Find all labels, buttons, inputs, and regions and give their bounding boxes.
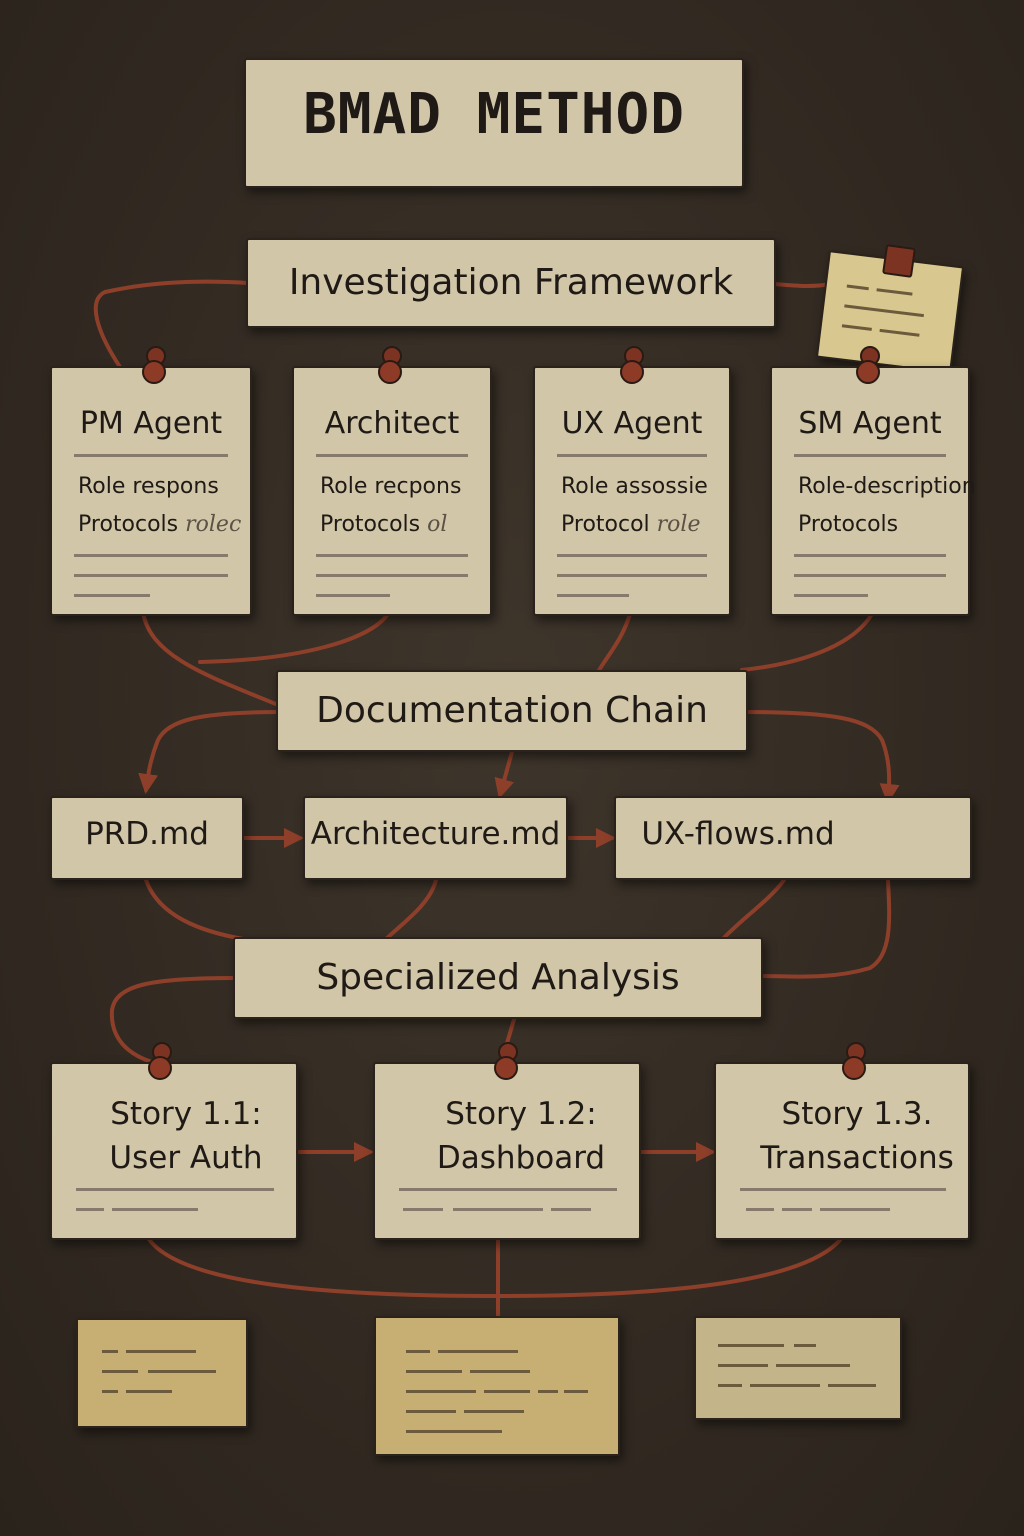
wire-doc-to-ux: [740, 710, 900, 804]
doc-name: PRD.md: [85, 816, 209, 852]
documentation-chain-label: Documentation Chain: [316, 690, 708, 731]
page-title: BMAD METHOD: [303, 82, 685, 147]
agent-card-pm: PM Agent Role respons Protocols rolec: [50, 366, 252, 616]
specialized-analysis-card: Specialized Analysis: [233, 937, 763, 1019]
wire-doc-to-architecture: [494, 750, 514, 799]
agent-name: PM Agent: [79, 406, 223, 441]
pin-icon: [620, 346, 644, 386]
wire-story1-to-notes: [146, 1236, 500, 1298]
note-card-2: [374, 1316, 620, 1456]
agent-name: UX Agent: [561, 406, 703, 441]
story-title: Story 1.1:User Auth: [109, 1096, 263, 1176]
wire-prd-to-analysis: [144, 878, 264, 944]
specialized-analysis-label: Specialized Analysis: [316, 957, 680, 998]
wire-doc-to-prd: [138, 710, 282, 794]
wire-sm-to-doc: [740, 612, 874, 672]
agent-line: Protocols: [78, 512, 179, 537]
agent-line: Role respons: [78, 474, 219, 499]
agent-line: Role assossie: [561, 474, 708, 499]
agent-line: Role recpons: [320, 474, 462, 499]
investigation-framework-label: Investigation Framework: [288, 262, 734, 303]
pin-icon: [148, 1042, 172, 1082]
story-card-1: Story 1.1:User Auth: [50, 1062, 298, 1240]
wire-investigation-to-pm: [93, 279, 250, 372]
agent-name: Architect: [324, 406, 460, 441]
pin-icon: [142, 346, 166, 386]
story-card-2: Story 1.2:Dashboard: [373, 1062, 641, 1240]
documentation-chain-card: Documentation Chain: [276, 670, 748, 752]
agent-card-sm: SM Agent Role-description Protocols: [770, 366, 976, 616]
agent-line-extra: rolec: [185, 512, 242, 537]
story-title: Story 1.3.Transactions: [760, 1096, 954, 1176]
wire-ux-to-analysis: [720, 878, 786, 942]
wire-analysis-to-story1: [109, 976, 237, 1064]
wire-architecture-to-analysis: [383, 878, 438, 942]
doc-name: UX-flows.md: [641, 816, 835, 852]
pin-icon: [842, 1042, 866, 1082]
wire-story3-to-notes: [496, 1238, 842, 1298]
story-title: Story 1.2:Dashboard: [436, 1096, 606, 1176]
agent-line: Protocols: [798, 512, 899, 537]
title-card: BMAD METHOD: [244, 58, 744, 188]
wire-ux-loop-to-analysis: [760, 878, 892, 979]
agent-name: SM Agent: [798, 406, 942, 441]
agent-line-extra: role: [656, 512, 701, 537]
wire-architect-to-doc: [198, 612, 390, 664]
agent-card-ux: UX Agent Role assossie Protocol role: [533, 366, 731, 616]
story-card-3: Story 1.3.Transactions: [714, 1062, 970, 1240]
pin-icon: [856, 346, 880, 386]
wire-pm-to-doc: [141, 610, 292, 712]
doc-card-architecture: Architecture.md: [303, 796, 568, 880]
doc-card-prd: PRD.md: [50, 796, 244, 880]
agent-card-architect: Architect Role recpons Protocols ol: [292, 366, 492, 616]
pin-icon: [378, 346, 402, 386]
pin-icon: [494, 1042, 518, 1082]
note-card-1: [76, 1318, 248, 1428]
agent-line-extra: ol: [427, 512, 448, 537]
agent-line: Protocol: [561, 512, 650, 537]
note-card-3: [694, 1316, 902, 1420]
wire-ux-to-doc: [596, 612, 632, 674]
doc-card-ux-flows: UX-flows.md: [614, 796, 972, 880]
investigation-framework-card: Investigation Framework: [246, 238, 776, 328]
doc-name: Architecture.md: [310, 816, 561, 852]
agent-line: Role-description: [798, 474, 976, 499]
sticky-pin-icon: [882, 244, 916, 278]
agent-line: Protocols: [320, 512, 421, 537]
